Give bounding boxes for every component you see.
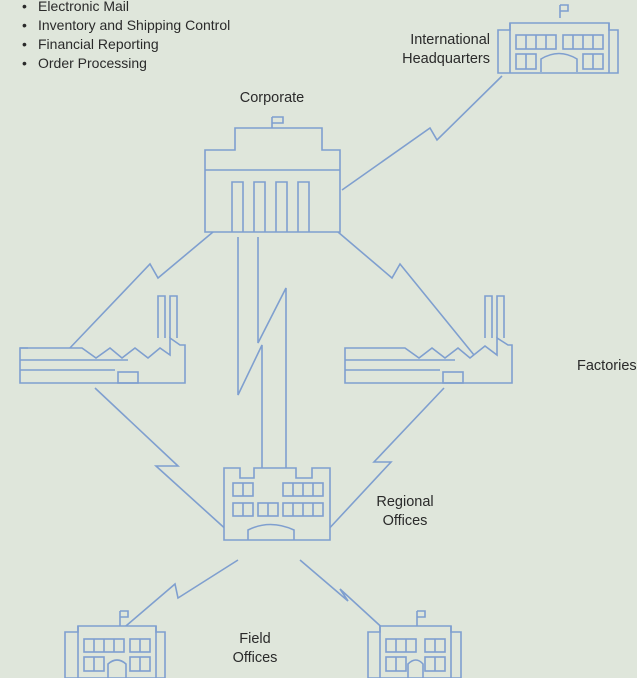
field-offices-label: Field Offices [210,630,300,668]
corporate-label: Corporate [212,89,332,108]
field-office-right-building [367,610,462,678]
label-line: Offices [232,650,278,666]
factory-right-building [344,295,513,384]
label-line: Factories [577,358,637,374]
label-line: Regional [376,494,434,510]
international-headquarters-building [497,4,619,74]
application-list: Electronic Mail Inventory and Shipping C… [22,0,230,73]
regional-offices-building [223,467,331,541]
link-regional-field-left [119,559,239,632]
link-corporate-factory-left [67,231,214,351]
link-factory-right-regional [324,387,445,534]
bullet-item: Inventory and Shipping Control [22,16,230,35]
label-line: International [410,32,490,48]
international-hq-label: International Headquarters [356,31,490,69]
label-line: Offices [382,513,428,529]
bullet-item: Electronic Mail [22,0,230,16]
factory-left-building [19,295,186,384]
bullet-item: Financial Reporting [22,35,230,54]
link-factory-left-regional [94,387,231,534]
link-corporate-regional-right [257,237,287,468]
label-line: Corporate [239,90,305,106]
corporate-building [204,116,341,233]
bullet-item: Order Processing [22,54,230,73]
label-line: Headquarters [402,51,490,67]
link-corporate-regional-left [237,237,263,468]
link-regional-field-right [299,559,401,645]
factories-label: Factories [577,357,637,376]
label-line: Field [239,631,271,647]
regional-offices-label: Regional Offices [350,493,460,531]
link-corporate-factory-right [337,231,475,356]
field-office-left-building [64,610,166,678]
link-corporate-hq [341,75,503,191]
